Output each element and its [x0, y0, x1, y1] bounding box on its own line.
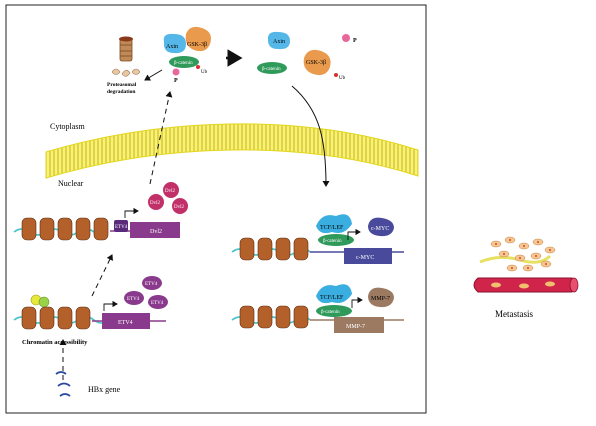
bcat-shape — [169, 56, 199, 68]
peptide-fragments-icon — [111, 68, 141, 77]
degradation-arrow — [144, 69, 163, 81]
nuclear-label: Nuclear — [58, 179, 84, 188]
free-bcat-label: β-catenin — [262, 67, 281, 72]
complex-p-label: P — [174, 78, 178, 84]
cell-membrane — [45, 123, 419, 179]
gsk-shape — [185, 26, 211, 52]
dvl-signal-arrow — [149, 91, 173, 185]
cmyc-bcat-label: β-catenin — [323, 239, 342, 244]
chromatin-cmyc — [231, 214, 404, 264]
panel-frame — [5, 4, 427, 414]
dvl2-promoter-label: ETV4 — [115, 225, 128, 230]
etv4-gene-label: ETV4 — [118, 320, 133, 326]
dvl2-proteins — [148, 182, 188, 214]
free-axin-label: Axin — [273, 39, 285, 45]
cytoplasm-label: Cytoplasm — [50, 122, 85, 131]
complex-gsk-label: GSK-3β — [187, 42, 207, 48]
mmp7-tcf-label: TCF/LEF — [320, 295, 344, 301]
chromatin-dvl2 — [13, 207, 180, 241]
complex-ub-label: Ub — [201, 70, 208, 75]
dvl2-protein-label-2: Dvl2 — [150, 201, 161, 206]
cmyc-tcf-label: TCF/LEF — [320, 225, 344, 231]
dvl2-protein-label-3: Dvl2 — [174, 205, 185, 210]
hbx-gene-icon — [55, 371, 71, 397]
mmp7-bcat-label: β-catenin — [321, 310, 340, 315]
proteasome-icon — [119, 36, 133, 62]
degradation-label-line2: degradation — [107, 89, 135, 95]
translocation-arrow — [291, 85, 330, 187]
etv4-protein-label-1: ETV4 — [145, 282, 158, 287]
etv4-protein-label-3: ETV4 — [151, 301, 164, 306]
complex-bcat-label: β-catenin — [174, 61, 193, 66]
free-components — [257, 31, 350, 77]
chromatin-mmp7 — [231, 284, 404, 333]
mmp7-gene-label: MMP-7 — [346, 324, 365, 330]
phospho-dot — [172, 68, 180, 76]
complex-axin-label: Axin — [166, 44, 178, 50]
chromatin-etv4 — [13, 294, 166, 330]
ub-dot — [196, 65, 200, 69]
blood-vessel — [473, 277, 579, 293]
dvl2-gene-label: Dvl2 — [150, 229, 162, 235]
degradation-label-line1: Proteasomal — [107, 82, 137, 88]
cmyc-protein-label: c-MYC — [371, 226, 389, 232]
axin-shape — [163, 33, 186, 54]
destruction-complex — [163, 26, 211, 76]
tumor-cell-cluster — [479, 236, 556, 272]
etv4-signal-arrow — [91, 254, 113, 297]
free-gsk-label: GSK-3β — [306, 60, 326, 66]
hbx-gene-label: HBx gene — [88, 385, 121, 394]
mmp7-protein-label: MMP-7 — [371, 296, 390, 302]
free-ub-label: Ub — [339, 76, 346, 81]
dvl2-protein-label-1: Dvl2 — [165, 189, 176, 194]
metastasis-label: Metastasis — [495, 309, 533, 319]
etv4-proteins — [124, 276, 168, 309]
free-p-label: P — [353, 38, 357, 44]
chromatin-accessibility-label: Chromatin accessibility — [22, 339, 88, 346]
etv4-protein-label-2: ETV4 — [127, 297, 140, 302]
cmyc-gene-label: c-MYC — [356, 255, 374, 261]
